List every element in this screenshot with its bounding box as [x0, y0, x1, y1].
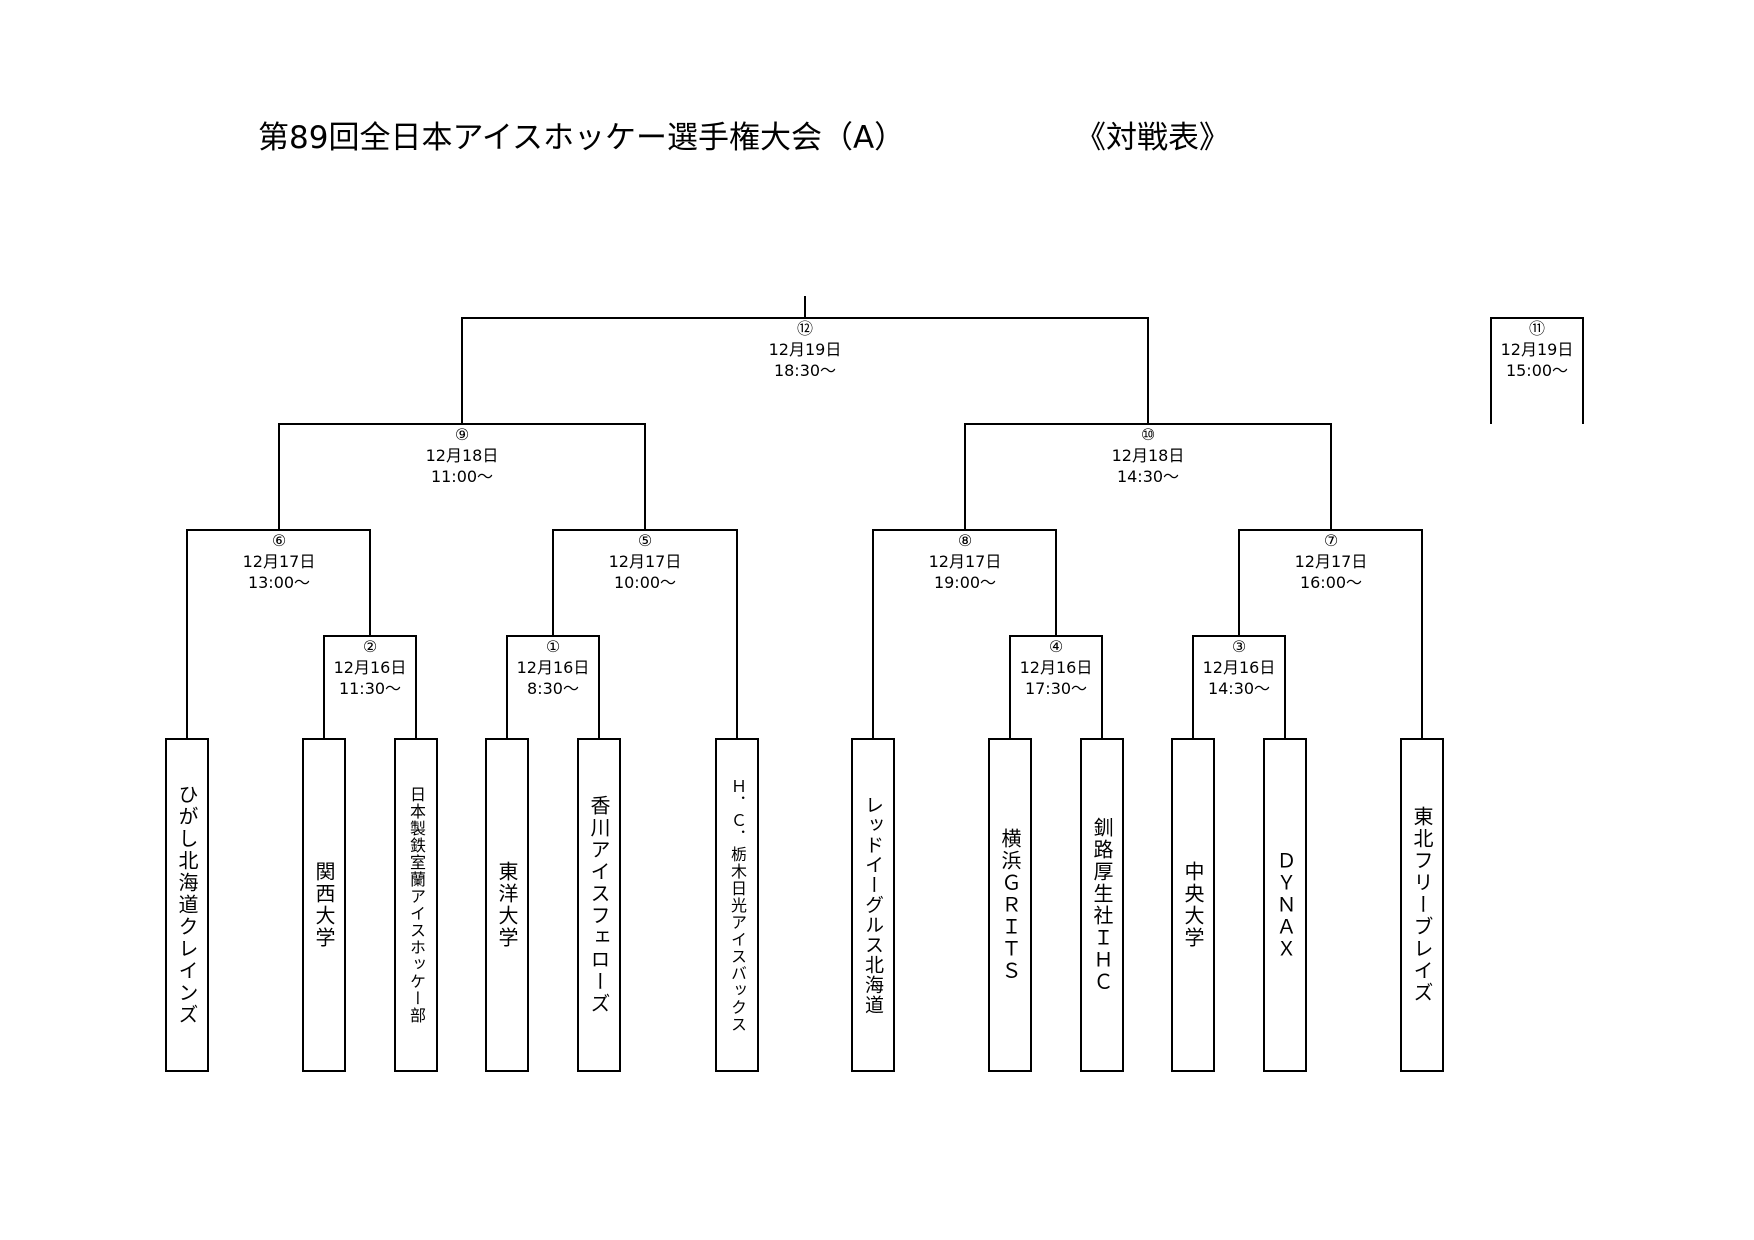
team-box: 中央大学: [1171, 738, 1215, 1072]
match-time: 17:30～: [1024, 679, 1088, 698]
team-box: ひがし北海道クレインズ: [165, 738, 209, 1072]
team-box: 日本製鉄室蘭アイスホッケー部: [394, 738, 438, 1072]
team-name: 東北フリーブレイズ: [1410, 806, 1434, 1004]
team-name: 中央大学: [1181, 861, 1205, 949]
match-number: ④: [1048, 637, 1064, 656]
match-date: 12月19日: [768, 340, 842, 359]
match-label-7: ⑦ 12月17日 16:00～: [1271, 530, 1391, 593]
match-date: 12月17日: [928, 552, 1002, 571]
match-date: 12月16日: [1019, 658, 1093, 677]
match-number: ②: [362, 637, 378, 656]
match-number: ⑤: [637, 531, 653, 550]
match-date: 12月19日: [1500, 340, 1574, 359]
match-time: 11:00～: [430, 467, 494, 486]
match-number: ③: [1231, 637, 1247, 656]
match-number: ⑫: [796, 319, 813, 338]
match-time: 10:00～: [613, 573, 677, 592]
team-box: ＤＹＮＡＸ: [1263, 738, 1307, 1072]
team-name: Ｈ．Ｃ．栃木日光アイスバックス: [728, 777, 747, 1033]
match-time: 14:30～: [1116, 467, 1180, 486]
team-name: 東洋大学: [495, 861, 519, 949]
team-box: レッドイーグルス北海道: [851, 738, 895, 1072]
match-label-1: ① 12月16日 8:30～: [493, 636, 613, 699]
team-box: 東洋大学: [485, 738, 529, 1072]
bracket-line-match-11: [1490, 317, 1584, 424]
match-label-11: ⑪ 12月19日 15:00～: [1477, 318, 1597, 381]
page-title: 第89回全日本アイスホッケー選手権大会（A）: [258, 120, 906, 156]
match-number: ⑦: [1323, 531, 1339, 550]
match-time: 11:30～: [338, 679, 402, 698]
team-box: 横浜ＧＲＩＴＳ: [988, 738, 1032, 1072]
match-time: 13:00～: [247, 573, 311, 592]
team-box: 香川アイスフェローズ: [577, 738, 621, 1072]
page-subtitle: 《対戦表》: [1075, 120, 1230, 156]
team-name: 横浜ＧＲＩＴＳ: [998, 828, 1022, 982]
match-label-10: ⑩ 12月18日 14:30～: [1088, 424, 1208, 487]
match-label-4: ④ 12月16日 17:30～: [996, 636, 1116, 699]
team-box: Ｈ．Ｃ．栃木日光アイスバックス: [715, 738, 759, 1072]
match-date: 12月18日: [425, 446, 499, 465]
match-label-3: ③ 12月16日 14:30～: [1179, 636, 1299, 699]
match-time: 15:00～: [1505, 361, 1569, 380]
team-name: ＤＹＮＡＸ: [1273, 850, 1297, 960]
match-number: ⑥: [271, 531, 287, 550]
match-label-12: ⑫ 12月19日 18:30～: [745, 318, 865, 381]
match-time: 16:00～: [1299, 573, 1363, 592]
match-date: 12月17日: [242, 552, 316, 571]
team-name: レッドイーグルス北海道: [862, 795, 884, 1015]
match-date: 12月17日: [608, 552, 682, 571]
team-box: 関西大学: [302, 738, 346, 1072]
team-name: 関西大学: [312, 861, 336, 949]
match-label-9: ⑨ 12月18日 11:00～: [402, 424, 522, 487]
team-name: 香川アイスフェローズ: [587, 795, 611, 1015]
match-time: 14:30～: [1207, 679, 1271, 698]
match-number: ⑩: [1140, 425, 1156, 444]
match-label-2: ② 12月16日 11:30～: [310, 636, 430, 699]
match-number: ⑨: [454, 425, 470, 444]
match-label-8: ⑧ 12月17日 19:00～: [905, 530, 1025, 593]
match-time: 8:30～: [527, 679, 579, 698]
match-number: ①: [545, 637, 561, 656]
match-date: 12月16日: [516, 658, 590, 677]
match-date: 12月16日: [333, 658, 407, 677]
team-box: 釧路厚生社ＩＨＣ: [1080, 738, 1124, 1072]
match-label-5: ⑤ 12月17日 10:00～: [585, 530, 705, 593]
match-date: 12月18日: [1111, 446, 1185, 465]
match-date: 12月17日: [1294, 552, 1368, 571]
match-date: 12月16日: [1202, 658, 1276, 677]
match-time: 18:30～: [773, 361, 837, 380]
match-label-6: ⑥ 12月17日 13:00～: [219, 530, 339, 593]
team-name: 釧路厚生社ＩＨＣ: [1090, 817, 1114, 993]
match-number: ⑧: [957, 531, 973, 550]
team-name: ひがし北海道クレインズ: [175, 784, 199, 1026]
match-number: ⑪: [1528, 319, 1545, 338]
team-box: 東北フリーブレイズ: [1400, 738, 1444, 1072]
match-time: 19:00～: [933, 573, 997, 592]
team-name: 日本製鉄室蘭アイスホッケー部: [407, 786, 426, 1024]
